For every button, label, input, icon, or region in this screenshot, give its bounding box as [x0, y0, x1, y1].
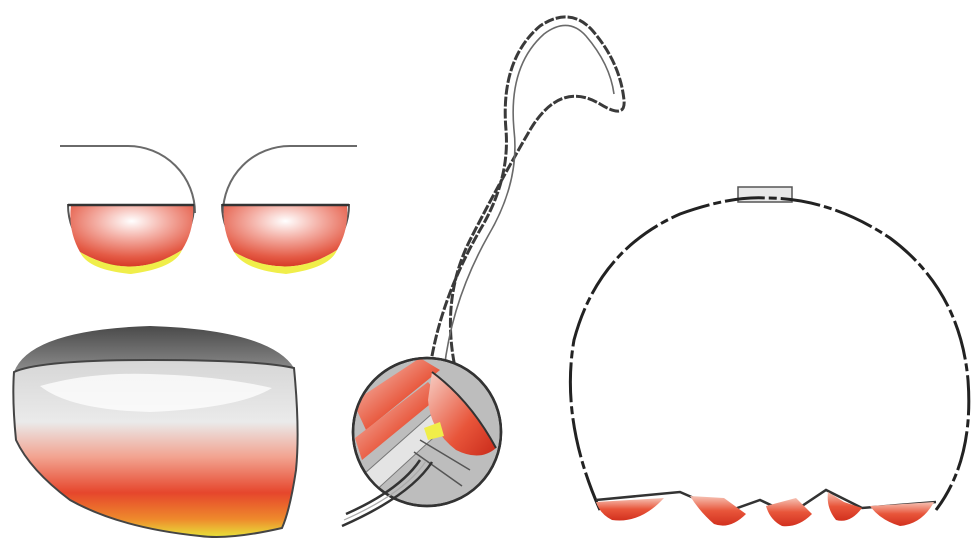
tube-loop-inner [444, 25, 614, 370]
left-bowl-rim-line [60, 146, 195, 213]
left-bowl [60, 146, 195, 274]
looped-tube-with-magnified-view [342, 17, 624, 526]
right-bowl [222, 146, 357, 274]
heat-wedge-3 [766, 498, 812, 526]
right-bowl-rim-line [223, 146, 357, 213]
heat-wedge-4 [828, 492, 862, 521]
dome-outline [570, 198, 968, 510]
heat-wedge-5 [870, 502, 934, 526]
ring-band [13, 326, 297, 537]
heat-wedge-2 [690, 496, 746, 526]
heat-wedge-1 [596, 498, 664, 521]
cross-section-pair [60, 146, 357, 274]
dome-cross-section [570, 187, 968, 526]
magnified-circle [353, 358, 501, 506]
tube-loop-outer [430, 17, 624, 372]
